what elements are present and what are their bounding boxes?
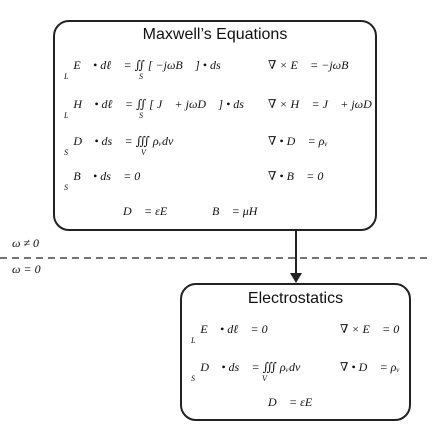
gauss-electric-differential-eq: ∇ • D⃗ = ρᵥ bbox=[268, 134, 328, 148]
faraday-surface-limit: S bbox=[139, 72, 143, 81]
ampere-differential-eq: ∇ × H⃗ = J⃗ + jωD⃗ bbox=[268, 97, 382, 111]
gauss-electric-volume-limit: V bbox=[141, 148, 146, 157]
maxwell-title: Maxwell’s Equations bbox=[142, 26, 288, 43]
maxwell-equations-box: Maxwell’s Equations ∮ E⃗ • dℓ⃗ = ∬ [ −jω… bbox=[53, 20, 381, 231]
connector-arrow-head bbox=[290, 273, 302, 283]
electrostatic-curl-eq: ∇ × E⃗ = 0 bbox=[340, 322, 400, 336]
electrostatics-box: Electrostatics ∮ E⃗ • dℓ⃗ = 0 L ∇ × E⃗ =… bbox=[180, 283, 411, 421]
gauss-electric-surface-limit: S bbox=[64, 148, 68, 157]
electrostatic-circulation-eq: ∮ E⃗ • dℓ⃗ = 0 bbox=[188, 322, 268, 336]
electrostatic-gauss-volume-limit: V bbox=[262, 374, 267, 383]
ampere-path-limit: L bbox=[64, 111, 69, 120]
electrostatic-circulation-path-limit: L bbox=[191, 336, 196, 345]
gauss-magnetic-differential-eq: ∇ • B⃗ = 0 bbox=[268, 169, 324, 183]
faraday-integral-eq: ∮ E⃗ • dℓ⃗ = ∬ [ −jωB⃗ ] • ds⃗ bbox=[61, 58, 230, 72]
faraday-differential-eq: ∇ × E⃗ = −jωB⃗ bbox=[268, 58, 358, 72]
ampere-surface-limit: S bbox=[139, 111, 143, 120]
omega-zero-label: ω = 0 bbox=[12, 262, 41, 276]
omega-nonzero-label: ω ≠ 0 bbox=[12, 236, 40, 250]
ampere-integral-eq: ∮ H⃗ • dℓ⃗ = ∬ [ J⃗ + jωD⃗ ] • ds⃗ bbox=[61, 97, 254, 111]
electrostatic-divergence-eq: ∇ • D⃗ = ρᵥ bbox=[340, 360, 400, 374]
gauss-magnetic-surface-limit: S bbox=[64, 183, 68, 192]
gauss-magnetic-integral-eq: ∯ B⃗ • ds⃗ = 0 bbox=[61, 169, 141, 183]
constitutive-d-eq: D⃗ = εE⃗ bbox=[123, 204, 177, 218]
faraday-path-limit: L bbox=[64, 72, 69, 81]
electrostatic-gauss-surface-limit: S bbox=[191, 374, 195, 383]
constitutive-b-eq: B⃗ = μH⃗ bbox=[212, 204, 267, 218]
gauss-electric-integral-eq: ∯ D⃗ • ds⃗ = ∭ ρᵥdv bbox=[61, 134, 174, 148]
electrostatic-constitutive-eq: D⃗ = εE⃗ bbox=[268, 395, 322, 409]
electrostatic-gauss-integral-eq: ∯ D⃗ • ds⃗ = ∭ ρᵥdv bbox=[188, 360, 301, 374]
electrostatics-title: Electrostatics bbox=[247, 290, 344, 307]
